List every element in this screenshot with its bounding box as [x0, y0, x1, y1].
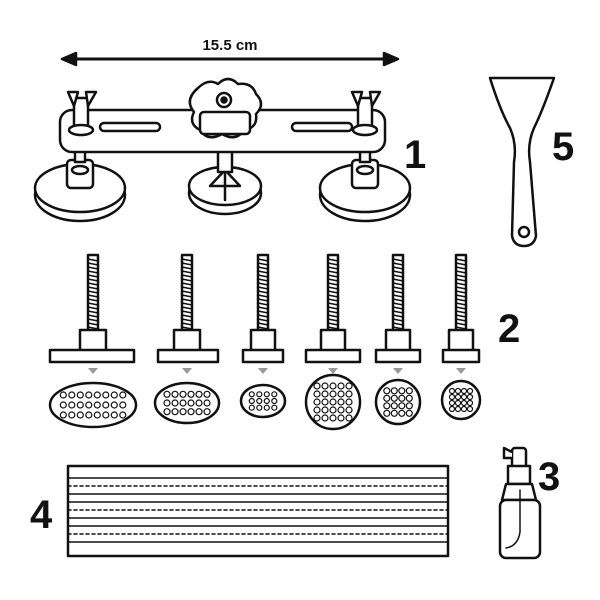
scraper-icon [488, 76, 556, 248]
label-spray-bottle: 3 [538, 455, 560, 499]
label-bridge: 1 [404, 133, 426, 177]
label-glue-strips: 4 [30, 493, 53, 537]
spray-bottle-icon [498, 446, 542, 560]
dimension-label: 15.5 cm [202, 37, 257, 54]
dimension-arrow [60, 51, 400, 67]
label-scraper: 5 [552, 125, 574, 169]
glue-stick-icon [66, 464, 450, 558]
label-pulling-tabs: 2 [498, 307, 520, 351]
bridge-puller-icon [33, 77, 412, 223]
